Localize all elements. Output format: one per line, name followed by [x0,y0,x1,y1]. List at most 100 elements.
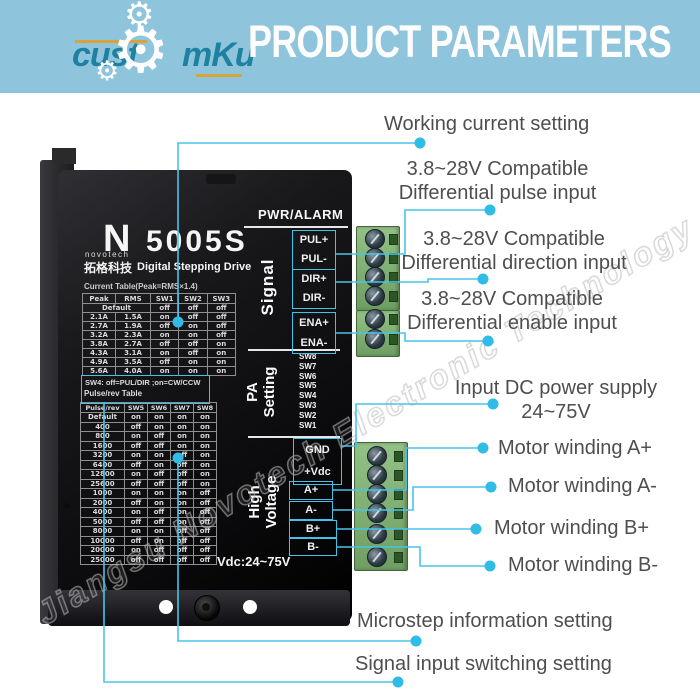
table-cell: 1600 [80,440,125,451]
table-cell: off [206,330,237,340]
sw-pin-label: SW6 [299,371,317,381]
table-cell: Default [80,412,125,423]
section-divider-1 [248,349,340,351]
table-cell: on [193,459,217,470]
table-cell: 3.2A [82,330,116,340]
table-cell: on [170,507,194,518]
vdc-range-label: Vdc:24~75V [217,554,291,569]
model-number: 5005S [146,225,248,258]
table-cell: 3.5A [115,357,151,367]
page-title: PRODUCT PARAMETERS [248,16,672,67]
label-pulse-input-line1: 3.8~28V Compatible [406,158,589,180]
table-cell: on [178,321,208,331]
table-cell: on [149,312,180,322]
gnd-vdc-terminal-box: GND +Vdc [293,438,342,485]
wire-slot [394,489,403,500]
table-cell: off [178,303,208,313]
b-plus-terminal-box: B+ [289,520,337,538]
table-cell: off [147,507,171,518]
label-pulse-input-line2: Differential pulse input [398,182,597,204]
table-header-cell: SW3 [206,293,237,304]
label-pulse-input: 3.8~28V Compatible Differential pulse in… [390,157,605,205]
table-cell: 2.3A [115,330,151,340]
dot-enable-input [482,335,494,347]
terminal-label-pul-minus: PUL- [301,253,327,265]
device-flange-tab [52,148,76,164]
table-cell: 2.7A [82,321,116,331]
mounting-hole-right [243,600,257,614]
table-cell: on [206,348,237,358]
current-table-title: Current Table(Peak=RMS×1.4) [84,282,198,291]
table-cell: 25600 [80,478,125,489]
table-cell: off [206,312,237,322]
b-minus-terminal-box: B- [289,538,337,556]
pa-line1: PA [244,382,261,402]
sw-pin-label: SW5 [299,381,317,391]
screw-b-plus [367,524,387,544]
table-cell: 2000 [80,497,125,508]
table-cell: Default [82,303,151,313]
table-cell: on [193,421,217,432]
sw4-note-highlight-box [81,375,210,404]
table-cell: off [147,431,171,442]
flange-screw-hole [64,503,69,508]
gear-icon-large: ⚙ [112,14,170,86]
sw4-note: SW4: off=PUL/DIR ;on=CW/CCW [85,378,201,387]
wire-slot [394,529,403,540]
label-enable-input: 3.8~28V Compatible Differential enable i… [381,287,643,335]
table-cell: on [147,459,171,470]
brand-logo-letter: N [103,218,131,260]
section-label-signal: Signal [258,258,277,316]
wire-slot [394,508,403,519]
table-cell: on [147,421,171,432]
sw-pin-label: SW1 [299,420,317,430]
table-header-cell: RMS [115,293,151,304]
label-enable-input-line1: 3.8~28V Compatible [421,288,603,310]
gear-icon-small-top: ⚙ [124,0,155,34]
pulse-table-title: Pulse/rev Table [84,389,143,398]
screw-a-minus [367,503,387,523]
a-minus-terminal-box: A- [289,501,333,520]
table-cell: off [124,516,148,527]
label-enable-input-line2: Differential enable input [407,312,617,334]
table-header-cell: Peak [82,293,116,304]
table-cell: off [124,497,148,508]
table-cell: off [193,545,217,556]
table-cell: 12800 [80,469,125,480]
table-cell: off [124,440,148,451]
dot-signal-switch [392,676,404,688]
table-cell: on [124,488,148,499]
table-cell: off [170,469,194,480]
label-working-current: Working current setting [384,113,590,135]
table-cell: 1000 [80,488,125,499]
label-microstep: Microstep information setting [357,610,613,632]
dot-pulse-input [484,204,496,216]
wire-slot [394,451,403,462]
terminal-label-ena-plus: ENA+ [299,317,329,329]
model-subtitle: Digital Stepping Drive [137,261,252,273]
brand-chinese-name: 拓格科技 [84,261,133,275]
table-cell: off [193,526,217,537]
table-cell: 1.5A [115,312,151,322]
table-cell: on [124,431,148,442]
label-direction-input: 3.8~28V Compatible Differential directio… [383,227,645,275]
table-cell: 800 [80,431,125,442]
table-cell: on [206,339,237,349]
table-cell: off [193,507,217,518]
table-cell: on [170,421,194,432]
table-cell: off [193,554,217,565]
pwr-alarm-label: PWR/ALARM [258,207,344,222]
terminal-label-dir-plus: DIR+ [301,273,327,285]
dir-terminal-box: DIR+ DIR- [292,269,336,309]
table-cell: on [147,535,171,546]
